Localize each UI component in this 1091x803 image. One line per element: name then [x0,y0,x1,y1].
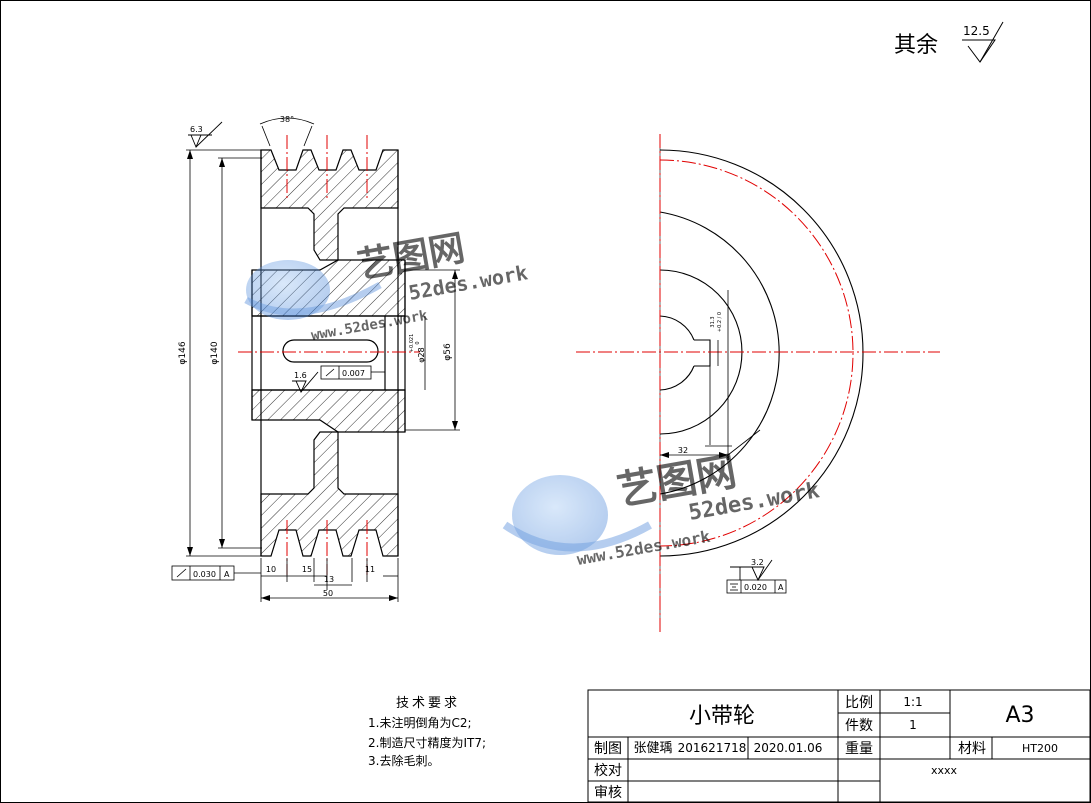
scale-value: 1:1 [903,695,922,709]
tech-notes: 技术要求 1.未注明倒角为C2; 2.制造尺寸精度为IT7; 3.去除毛刺。 [368,696,486,768]
material-label: 材料 [958,741,986,757]
side-outer-arc [659,149,864,557]
side-rim-arc [659,211,780,495]
side-keyway [694,339,711,367]
drawn-id: 201621718 [678,741,747,755]
dim-bore-tol-lower: 0 [415,341,421,344]
surface-note-label: 其余 [894,33,938,58]
qty-label: 件数 [845,718,873,734]
surface-note: 其余 12.5 [894,21,1004,63]
side-view: 32 31.3 +0.2 / 0 8 3.2 0.020 A [576,134,940,632]
tol-runout-datum: A [224,570,230,579]
tol-bore-value: 0.007 [342,369,365,378]
drawn-date: 2020.01.06 [754,741,823,755]
tol-runout-value: 0.030 [193,570,216,579]
dim-keyway-tol: +0.2 / 0 [717,312,723,332]
tech-note-3: 3.去除毛刺。 [368,753,439,768]
roughness-symbol-bore [292,371,319,394]
dim-d32: 32 [678,446,688,455]
check-label: 校对 [594,762,622,779]
roughness-symbol-top [188,121,223,149]
sheet-size: A3 [1005,703,1034,728]
dim-w11: 11 [365,565,375,574]
dim-w15: 15 [302,565,312,574]
tol-frame-symmetry [726,579,787,594]
qty-value: 1 [909,718,917,732]
drawn-label: 制图 [594,741,622,757]
dim-w10: 10 [266,565,276,574]
review-label: 审核 [594,785,622,801]
dim-bore-tol-upper: +0.021 [409,334,415,353]
dim-groove-angle: 38° [280,115,294,124]
tol-frame-runout [171,565,261,581]
surface-note-roughness: 12.5 [963,24,990,38]
org-name: xxxx [931,764,958,777]
tech-note-2: 2.制造尺寸精度为IT7; [368,735,486,750]
dim-hub-dia: φ56 [443,343,453,361]
tol-sym-datum: A [778,583,784,592]
side-bore-arc [659,315,695,341]
roughness-top-value: 6.3 [190,125,203,134]
side-pitch-circle [659,159,854,547]
dim-od-pitch: φ140 [210,341,220,364]
roughness-side-value: 3.2 [751,558,764,567]
section-rim-top [260,149,399,261]
dim-w13: 13 [324,575,334,584]
watermark-logo-icon [246,260,330,320]
part-name: 小带轮 [689,704,755,729]
roughness-symbol-side [730,559,773,582]
weight-label: 重量 [845,741,873,757]
dim-w50: 50 [323,589,333,598]
watermark-2: 艺图网 52des.work www.52des.work [502,449,821,569]
material-value: HT200 [1022,742,1058,755]
tol-frame-bore [320,365,385,380]
drawn-name: 张健瑀 [633,741,672,756]
tech-note-1: 1.未注明倒角为C2; [368,715,472,730]
section-rim-bottom [260,431,399,557]
dim-bore: φ28 [417,347,426,362]
front-section-view: φ146 φ140 φ56 φ28 +0.021 0 38° 10 15 13 … [171,115,460,602]
dim-od-outer: φ146 [178,341,188,364]
tech-notes-title: 技术要求 [396,696,460,711]
section-hub-bottom [251,389,406,433]
dim-key-width: 8 [726,455,730,462]
tol-sym-value: 0.020 [744,583,767,592]
scale-label: 比例 [845,695,873,711]
title-block: 小带轮 比例 1:1 件数 1 A3 制图 张健瑀 201621718 2020… [587,689,1091,803]
roughness-bore-value: 1.6 [294,371,307,380]
watermark-logo-icon-2 [512,475,608,555]
dim-keyway-depth: 31.3 [710,316,716,327]
